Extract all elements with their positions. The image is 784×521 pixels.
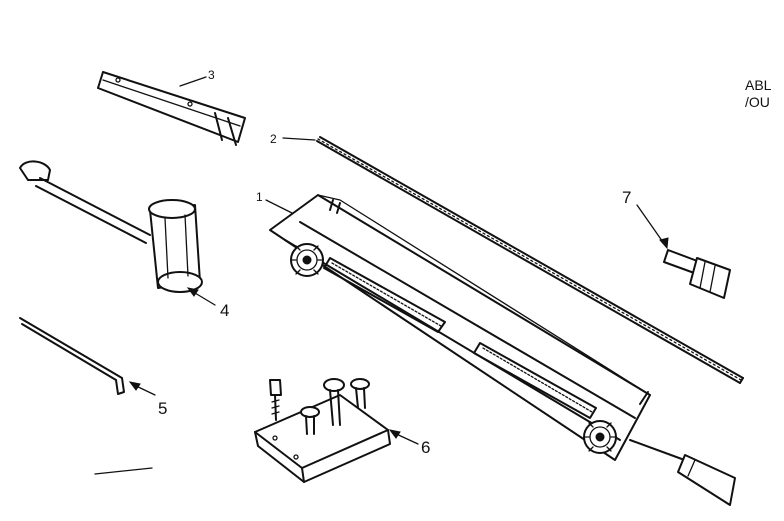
callout-4: 4 <box>186 287 229 320</box>
callout-6-label: 6 <box>421 438 430 457</box>
callout-3: 3 <box>179 68 215 87</box>
callout-5-label: 5 <box>158 399 167 418</box>
corner-text-line1: ABL <box>745 77 772 93</box>
part-6-base-block <box>254 378 391 483</box>
corner-text-line2: /OU <box>745 94 770 110</box>
callout-2: 2 <box>270 132 316 146</box>
callout-6: 6 <box>388 429 430 457</box>
part-2-round-file <box>316 136 744 384</box>
part-1-file-guide <box>269 194 736 506</box>
callout-7-label: 7 <box>622 188 631 207</box>
callout-1: 1 <box>256 190 293 214</box>
part-5-hex-key <box>19 317 125 395</box>
callout-7: 7 <box>622 188 669 250</box>
part-3-flat-wrench <box>97 71 246 146</box>
part-7-spark-plug <box>663 249 731 299</box>
stray-mark <box>94 467 153 475</box>
callout-2-label: 2 <box>270 132 277 146</box>
callout-4-label: 4 <box>220 301 229 320</box>
callout-1-label: 1 <box>256 190 263 204</box>
part-4-scrench <box>19 160 203 293</box>
callout-3-label: 3 <box>208 68 215 82</box>
callout-5: 5 <box>128 381 167 418</box>
